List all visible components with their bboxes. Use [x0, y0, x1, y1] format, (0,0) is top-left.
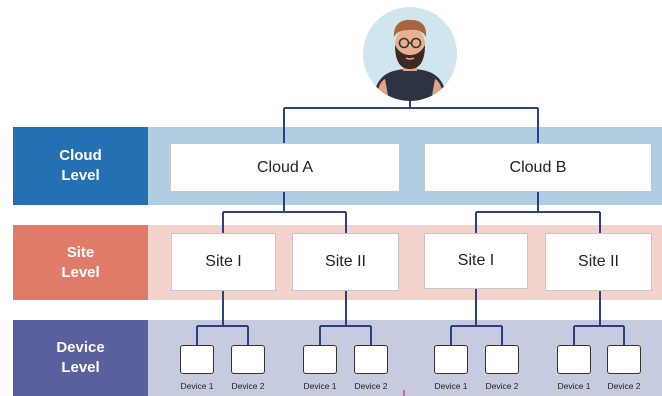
device-box [303, 345, 337, 374]
device-label: Device 1 [434, 381, 468, 391]
device-level-label: Device Level [13, 320, 148, 396]
site-level-label: Site Level [13, 225, 148, 300]
cloud-level-label: Cloud Level [13, 127, 148, 205]
site-node: Site I [171, 233, 276, 291]
device-box [557, 345, 591, 374]
cloud-b-node: Cloud B [424, 143, 652, 192]
device-box [231, 345, 265, 374]
device-label: Device 2 [485, 381, 519, 391]
device-box [354, 345, 388, 374]
device-box [180, 345, 214, 374]
device-label: Device 1 [557, 381, 591, 391]
device-box [607, 345, 641, 374]
device-label: Device 1 [180, 381, 214, 391]
device-label: Device 2 [607, 381, 641, 391]
bearded-person-avatar-icon [363, 7, 457, 101]
device-box [485, 345, 519, 374]
site-node: Site I [424, 233, 528, 289]
site-node: Site II [545, 233, 652, 291]
device-box [434, 345, 468, 374]
site-node: Site II [292, 233, 399, 291]
device-label: Device 2 [231, 381, 265, 391]
cloud-a-node: Cloud A [170, 143, 400, 192]
device-label: Device 2 [354, 381, 388, 391]
device-label: Device 1 [303, 381, 337, 391]
